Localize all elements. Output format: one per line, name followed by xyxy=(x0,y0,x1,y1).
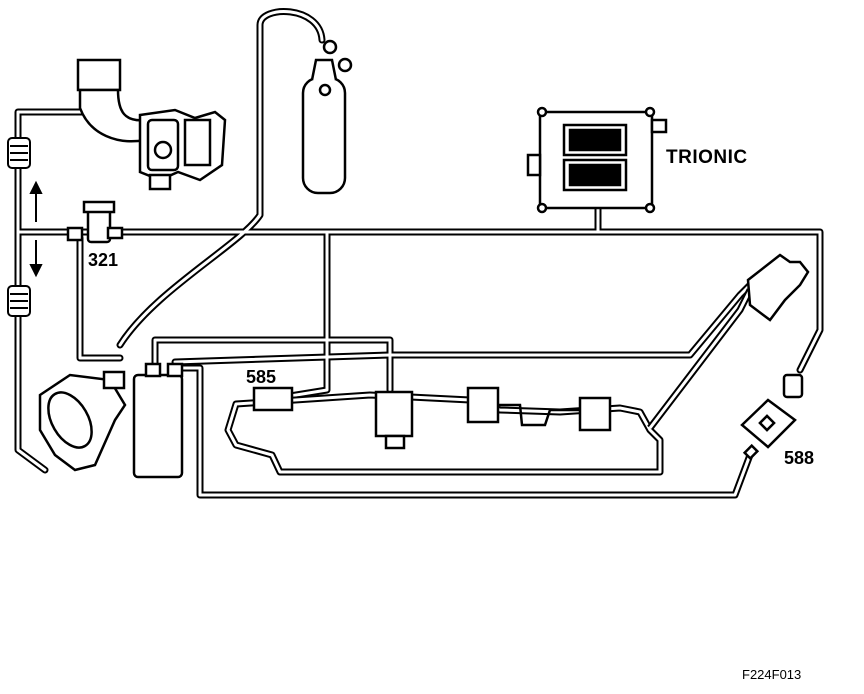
filler-neck-inner xyxy=(648,289,752,429)
evap-canister xyxy=(132,362,184,479)
trionic-label: TRIONIC xyxy=(666,147,748,168)
arrow-down-icon xyxy=(29,264,43,278)
canister-top-hose-inner xyxy=(153,338,392,392)
canister-vent-hose-inner xyxy=(118,10,324,347)
branch-321-down-inner xyxy=(78,236,122,360)
hose-to-585-inner xyxy=(288,230,329,398)
main-vacuum-hose-inner xyxy=(78,230,822,372)
component-321-label: 321 xyxy=(88,250,119,270)
hose-upper-to-filler-inner xyxy=(173,283,752,364)
hose-upper-to-filler xyxy=(171,281,754,366)
fuel-pump-module xyxy=(374,390,414,438)
filler-cap xyxy=(746,253,810,322)
valve-321 xyxy=(66,200,124,244)
figure-code: F224F013 xyxy=(742,667,802,682)
hose-inner-layer xyxy=(16,10,822,497)
sensor-585 xyxy=(252,386,294,412)
hose-to-585 xyxy=(286,228,331,400)
valve-588 xyxy=(740,373,804,461)
tank-components xyxy=(252,386,612,450)
intake-pipe xyxy=(76,58,147,143)
ecu-trionic xyxy=(526,106,668,214)
throttle-body xyxy=(38,370,127,472)
left-loop-hose-inner xyxy=(16,110,122,234)
pipe-couplings xyxy=(7,137,31,317)
component-588-label: 588 xyxy=(784,448,815,468)
component-585-label: 585 xyxy=(246,367,277,387)
gas-cylinder xyxy=(301,39,353,195)
flow-arrows xyxy=(29,180,43,278)
arrow-up-icon xyxy=(29,180,43,194)
hose-lower-return-inner xyxy=(176,366,752,497)
turbocharger xyxy=(138,108,227,191)
